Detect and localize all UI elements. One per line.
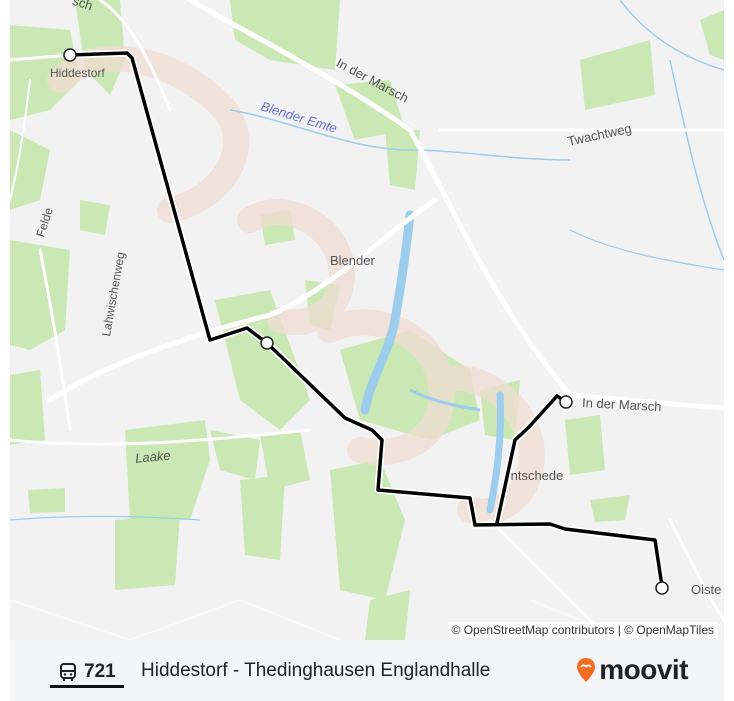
green-area [125, 420, 210, 520]
green-area [385, 130, 420, 190]
label-laake: Laake [135, 448, 172, 466]
roads [10, 0, 724, 640]
green-area [330, 460, 405, 600]
stop[interactable] [559, 395, 573, 409]
road-lahwischenweg [38, 248, 72, 432]
map-canvas[interactable]: Hiddestorf sch In der Marsch Twachtweg B… [10, 0, 724, 640]
green-area [580, 40, 655, 110]
stream [409, 388, 481, 412]
green-area [80, 200, 110, 235]
label-in-der-marsch-east: In der Marsch [582, 395, 662, 414]
stop-start[interactable] [63, 48, 77, 62]
stop-end[interactable] [655, 581, 669, 595]
route-name: Hiddestorf - Thedinghausen Englandhalle [141, 660, 491, 681]
road [668, 518, 724, 622]
stream [10, 515, 201, 521]
stop[interactable] [260, 336, 274, 350]
route-number: 721 [84, 660, 116, 682]
green-area [210, 430, 260, 480]
river [486, 391, 505, 514]
stream [569, 229, 724, 271]
field-line [239, 599, 341, 640]
river [360, 210, 415, 415]
watermark-curve [237, 199, 355, 335]
route-footer: 721 Hiddestorf - Thedinghausen Englandha… [10, 640, 724, 701]
field-line [10, 599, 131, 640]
stream [669, 59, 724, 261]
moovit-logo[interactable]: moovit [576, 654, 688, 686]
stream [229, 109, 571, 161]
green-area [565, 415, 605, 475]
road-laake [10, 428, 312, 446]
road-blender [47, 197, 438, 403]
green-area [700, 10, 724, 60]
green-area [10, 370, 45, 445]
road-in-der-marsch [187, 0, 573, 398]
green-area [590, 495, 630, 522]
road [98, 0, 172, 112]
label-hiddestorf: Hiddestorf [50, 66, 105, 80]
road [10, 79, 31, 201]
watermark-curve [47, 45, 249, 223]
green-area [230, 0, 340, 70]
green-area [365, 590, 410, 640]
green-area [28, 488, 65, 513]
label-intschede: Intschede [507, 468, 563, 483]
stream [619, 0, 724, 71]
bus-icon [60, 662, 76, 681]
route-line [68, 51, 664, 588]
label-oiste: Oiste [691, 582, 721, 597]
road-in-der-marsch-east [567, 392, 724, 411]
green-area [260, 430, 310, 490]
map-frame: Hiddestorf sch In der Marsch Twachtweg B… [10, 0, 724, 701]
green-area [115, 515, 180, 590]
route-stops [63, 48, 669, 595]
label-blender: Blender [330, 253, 375, 268]
route-badge: 721 [50, 658, 124, 688]
bus-route [66, 49, 666, 590]
green-area [10, 240, 70, 350]
water-features [10, 0, 724, 521]
green-area [240, 475, 285, 560]
field-line [129, 599, 241, 640]
route-line [495, 394, 568, 525]
road-hiddestorf [10, 53, 72, 62]
moovit-pin-icon [577, 658, 596, 682]
moovit-wordmark: moovit [599, 654, 688, 685]
map-attribution[interactable]: © OpenStreetMap contributors | © OpenMap… [447, 622, 718, 638]
